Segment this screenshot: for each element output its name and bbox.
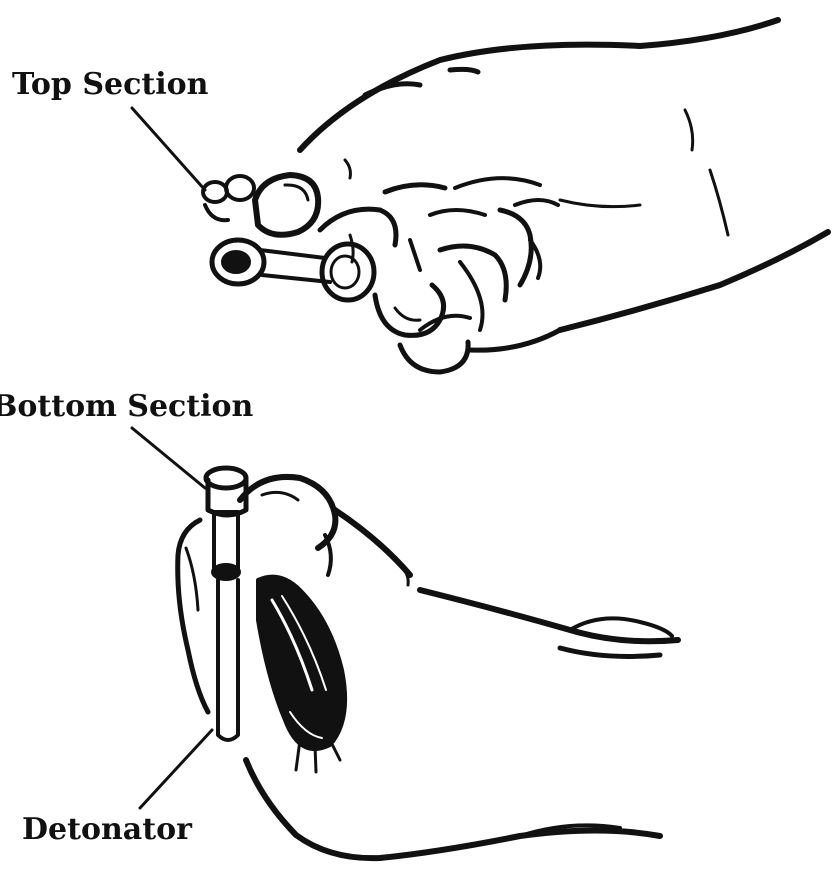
- top-section-part: [203, 176, 374, 300]
- top-section-leader: [132, 108, 205, 190]
- bottom-section-label: Bottom Section: [0, 392, 253, 422]
- detonator-leader: [140, 730, 212, 808]
- bottom-hand-drawing: [132, 428, 678, 858]
- bottom-section-part: [206, 468, 246, 580]
- top-hand-drawing: [132, 20, 828, 372]
- detonator-part: [218, 580, 238, 740]
- bottom-section-leader: [132, 428, 205, 488]
- detonator-label: Detonator: [22, 815, 192, 845]
- top-section-label: Top Section: [12, 70, 208, 100]
